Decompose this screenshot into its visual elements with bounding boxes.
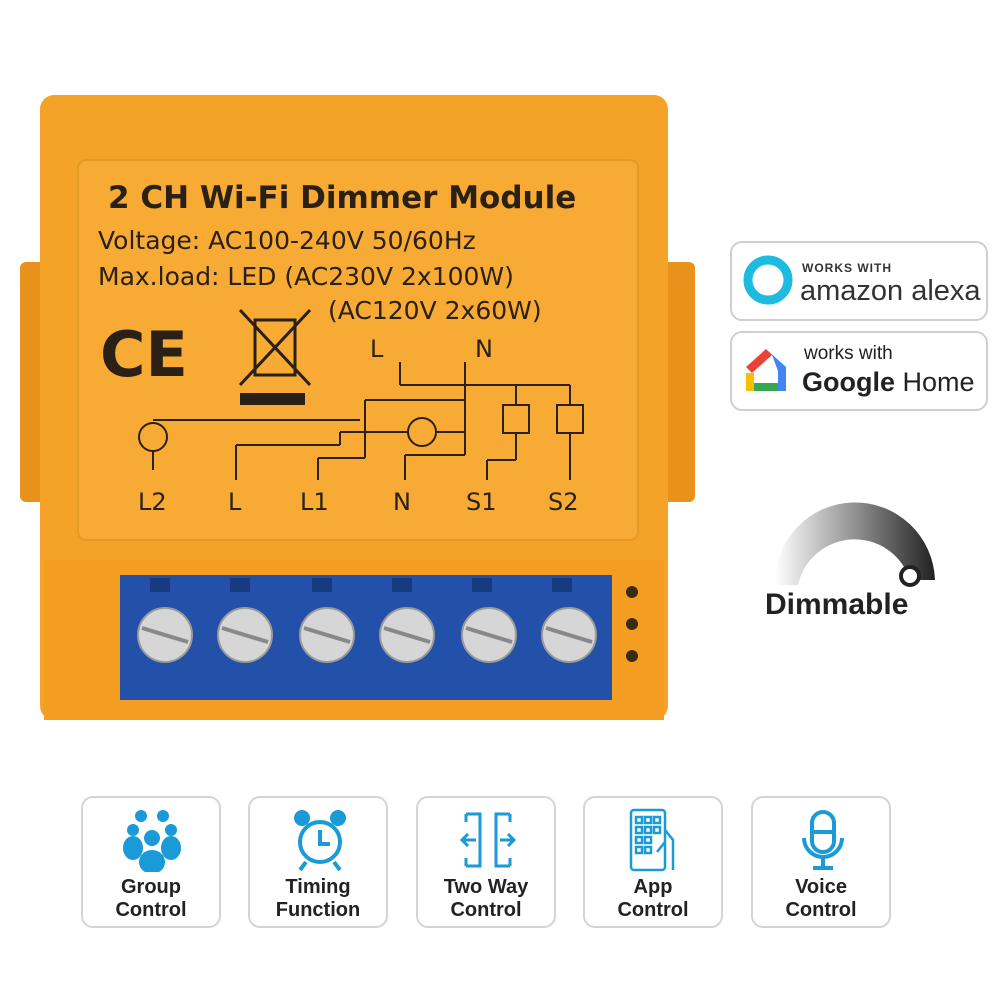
ce-mark: CE [100, 318, 188, 391]
alexa-ring-icon [743, 255, 793, 305]
diagram-label-n: N [475, 335, 493, 363]
terminal-label-l2: L2 [138, 488, 167, 516]
diagram-label-l: L [370, 335, 384, 363]
feature-line1: Group [121, 876, 181, 898]
feature-line1: Voice [795, 876, 847, 898]
feature-line2: Control [115, 899, 187, 921]
dimmable-arc-icon [774, 502, 935, 587]
terminal-label-l: L [228, 488, 242, 516]
home-text: Home [902, 367, 975, 397]
terminal-label-l1: L1 [300, 488, 329, 516]
google-home-icon [746, 349, 786, 391]
feature-line1: Two Way [443, 876, 529, 898]
dimmable-label: Dimmable [765, 588, 909, 621]
alarm-clock-icon [294, 810, 346, 872]
feature-line2: Control [450, 899, 522, 921]
feature-line2: Function [275, 899, 361, 921]
feature-line1: Timing [285, 876, 351, 898]
module-body [20, 95, 695, 720]
alexa-big-text: amazon alexa [800, 275, 981, 307]
feature-line1: App [633, 876, 673, 898]
phone-app-icon [629, 808, 675, 872]
terminal-label-n: N [393, 488, 411, 516]
google-home-badge: works with Google Home [730, 331, 988, 411]
terminal-label-s1: S1 [466, 488, 497, 516]
google-bold-text: Google [802, 367, 895, 397]
feature-line2: Control [785, 899, 857, 921]
feature-line2: Control [617, 899, 689, 921]
alexa-small-text: WORKS WITH [802, 261, 892, 275]
alexa-badge: WORKS WITH amazon alexa [730, 241, 988, 321]
terminal-label-s2: S2 [548, 488, 579, 516]
voltage-spec: Voltage: AC100-240V 50/60Hz [98, 226, 476, 255]
microphone-icon [802, 810, 844, 870]
two-way-arrows-icon [459, 812, 517, 868]
group-icon [123, 810, 181, 872]
dimmer-module-image: 2 CH Wi-Fi Dimmer Module Voltage: AC100-… [20, 95, 695, 720]
weee-bin-icon [238, 308, 312, 387]
max-load-spec: Max.load: LED (AC230V 2x100W) [98, 262, 514, 291]
device-title: 2 CH Wi-Fi Dimmer Module [108, 180, 577, 216]
max-load-spec-2: (AC120V 2x60W) [328, 296, 542, 325]
google-small-text: works with [804, 343, 893, 364]
